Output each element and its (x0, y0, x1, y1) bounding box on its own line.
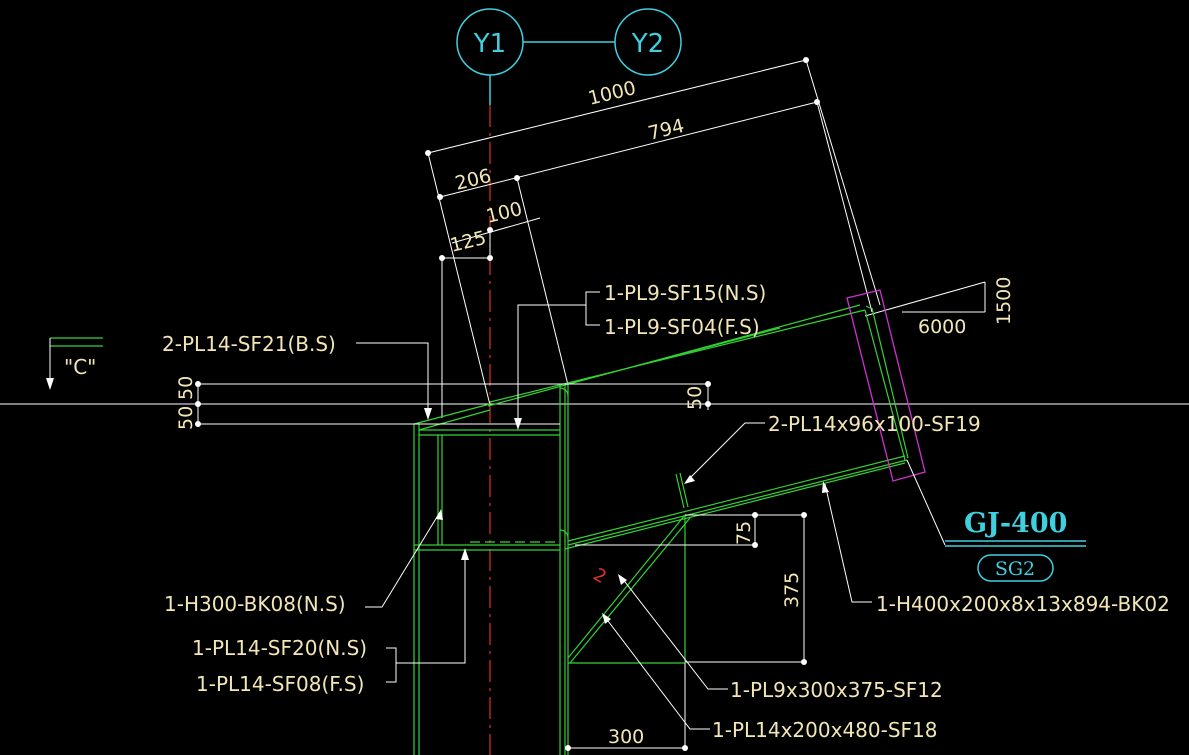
title-sheet-badge (977, 554, 1054, 582)
dim-794: 794 (646, 115, 686, 145)
label-pl9-sf15-text: 1-PL9-SF15(N.S) (604, 281, 766, 305)
grid-label-y2: Y2 (631, 29, 664, 59)
view-marker[interactable]: "C" (46, 337, 103, 390)
label-pl9-sf04-text: 1-PL9-SF04(F.S) (604, 315, 760, 339)
elevation-dims-left: 50 50 50 (175, 376, 711, 430)
dim-375: 375 (781, 572, 803, 608)
label-h300[interactable]: 1-H300-BK08(N.S) (164, 509, 443, 616)
column-h300[interactable] (413, 385, 569, 755)
slope-indicator: 1500 6000 (864, 277, 1015, 338)
dim-50-upper: 50 (175, 376, 197, 400)
dim-6000: 6000 (918, 316, 966, 338)
label-h400[interactable]: 1-H400x200x8x13x894-BK02 (822, 481, 1170, 616)
section-leader (906, 459, 946, 546)
label-pl14-sf20[interactable]: 1-PL14-SF20(N.S) 1-PL14-SF08(F.S) (192, 548, 469, 696)
dim-300: 300 (608, 726, 644, 748)
dim-75: 75 (733, 521, 755, 545)
beam-h400[interactable] (487, 304, 909, 550)
dim-125: 125 (448, 227, 488, 257)
top-dimensions: 1000 794 206 100 125 (425, 57, 881, 418)
brace-dims: 75 375 300 2 (565, 512, 807, 751)
label-pl14-sf18-text: 1-PL14x200x480-SF18 (712, 718, 937, 742)
dim-50-lower: 50 (175, 406, 197, 430)
section-box[interactable] (846, 289, 926, 482)
brace-plate[interactable] (567, 472, 691, 664)
title-block[interactable]: GJ-400 SG2 (945, 508, 1086, 582)
dim-1500: 1500 (993, 277, 1015, 325)
dim-206: 206 (453, 165, 493, 195)
label-h400-text: 1-H400x200x8x13x894-BK02 (876, 592, 1170, 616)
label-h300-text: 1-H300-BK08(N.S) (164, 592, 346, 616)
title-sheet: SG2 (995, 558, 1035, 580)
label-pl14-sf19-text: 2-PL14x96x100-SF19 (768, 412, 981, 436)
view-arrow-icon (46, 378, 54, 390)
label-pl9-sf15[interactable]: 1-PL9-SF15(N.S) 1-PL9-SF04(F.S) (514, 281, 766, 430)
label-pl9-sf12[interactable]: 1-PL9x300x375-SF12 (618, 574, 943, 702)
view-marker-label: "C" (64, 355, 96, 379)
weld-mark-2: 2 (590, 564, 610, 588)
grid-axes: Y1 Y2 (456, 8, 682, 105)
dim-100: 100 (484, 198, 524, 228)
label-pl14-sf19[interactable]: 2-PL14x96x100-SF19 (684, 412, 981, 484)
label-pl14-sf08-text: 1-PL14-SF08(F.S) (196, 672, 364, 696)
label-pl14-sf21-text: 2-PL14-SF21(B.S) (162, 332, 336, 356)
dim-1000: 1000 (586, 77, 638, 110)
title-name: GJ-400 (964, 508, 1067, 539)
dim-50-right: 50 (684, 386, 706, 410)
label-pl9-sf12-text: 1-PL9x300x375-SF12 (730, 678, 943, 702)
label-pl14-sf20-text: 1-PL14-SF20(N.S) (192, 636, 367, 660)
label-pl14-sf21[interactable]: 2-PL14-SF21(B.S) (162, 332, 432, 420)
label-pl14-sf18[interactable]: 1-PL14x200x480-SF18 (602, 613, 937, 742)
grid-label-y1: Y1 (473, 29, 506, 59)
